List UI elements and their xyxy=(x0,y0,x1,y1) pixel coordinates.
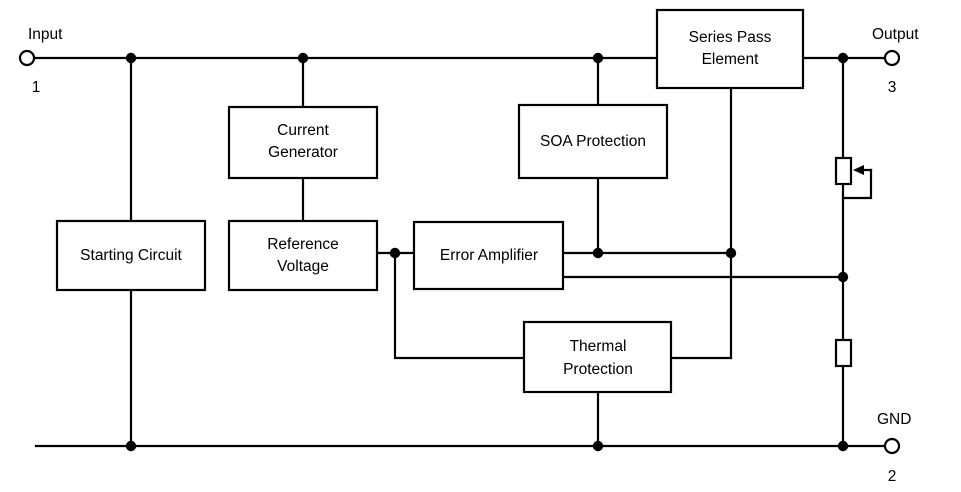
series-pass-element-label-line2: Element xyxy=(702,51,760,68)
ground-pin-number: 2 xyxy=(888,468,897,485)
junction-group xyxy=(125,52,849,452)
current-generator-label-line2: Generator xyxy=(268,144,338,161)
block-group: Series Pass Element Current Generator SO… xyxy=(55,8,805,394)
error-amplifier-label: Error Amplifier xyxy=(440,247,538,264)
soa-protection-box[interactable] xyxy=(517,103,669,180)
junction-reference-voltage-out xyxy=(389,247,401,259)
ground-terminal-label: GND xyxy=(877,411,911,428)
potentiometer-body[interactable] xyxy=(834,156,853,186)
potentiometer-wiper-arrowhead xyxy=(853,165,864,175)
input-terminal-label: Input xyxy=(28,26,63,43)
thermal-protection-box[interactable] xyxy=(522,320,673,394)
current-generator-label-line1: Current xyxy=(277,122,329,139)
wire-group xyxy=(34,56,885,448)
thermal-protection-label-line1: Thermal xyxy=(570,338,627,355)
component-group xyxy=(834,156,873,368)
current-generator-box[interactable] xyxy=(227,105,379,180)
block-thermal-protection[interactable]: Thermal Protection xyxy=(522,320,673,394)
feedback-resistor-body[interactable] xyxy=(834,338,853,368)
reference-voltage-box[interactable] xyxy=(227,219,379,292)
ground-terminal-icon[interactable] xyxy=(883,437,901,455)
junction-gnd-thermal xyxy=(592,440,604,452)
series-pass-element-label-line1: Series Pass xyxy=(689,29,772,46)
junction-gnd-starting-circuit xyxy=(125,440,137,452)
input-terminal-icon[interactable] xyxy=(18,49,36,67)
output-terminal-icon[interactable] xyxy=(883,49,901,67)
output-pin-number: 3 xyxy=(888,79,897,96)
junction-input-current-generator xyxy=(297,52,309,64)
reference-voltage-label-line2: Voltage xyxy=(277,258,329,275)
thermal-protection-label-line2: Protection xyxy=(563,361,633,378)
resistor-icon[interactable] xyxy=(834,338,853,368)
terminal-group xyxy=(18,49,901,455)
soa-protection-label: SOA Protection xyxy=(540,133,646,150)
reference-voltage-label-line1: Reference xyxy=(267,236,339,253)
junction-soa-error-amplifier xyxy=(592,247,604,259)
series-pass-element-box[interactable] xyxy=(655,8,805,90)
block-reference-voltage[interactable]: Reference Voltage xyxy=(227,219,379,292)
junction-input-starting-circuit xyxy=(125,52,137,64)
output-terminal-label: Output xyxy=(872,26,919,43)
terminal-label-group: Input 1 Output 3 GND 2 xyxy=(28,26,919,485)
starting-circuit-label: Starting Circuit xyxy=(80,247,182,264)
junction-input-soa xyxy=(592,52,604,64)
input-pin-number: 1 xyxy=(32,79,41,96)
junction-series-pass-drive xyxy=(725,247,737,259)
wire-potentiometer-wiper-tieback xyxy=(841,168,873,200)
block-current-generator[interactable]: Current Generator xyxy=(227,105,379,180)
block-series-pass-element[interactable]: Series Pass Element xyxy=(655,8,805,90)
block-error-amplifier[interactable]: Error Amplifier xyxy=(412,220,565,291)
error-amplifier-box[interactable] xyxy=(412,220,565,291)
block-starting-circuit[interactable]: Starting Circuit xyxy=(55,219,207,292)
block-soa-protection[interactable]: SOA Protection xyxy=(517,103,669,180)
wire-reference-voltage-to-thermal-protection xyxy=(393,251,526,360)
junction-output-rail xyxy=(837,52,849,64)
starting-circuit-box[interactable] xyxy=(55,219,207,292)
potentiometer-icon[interactable] xyxy=(834,156,873,186)
junction-gnd-rail xyxy=(837,440,849,452)
junction-feedback-sense xyxy=(837,271,849,283)
